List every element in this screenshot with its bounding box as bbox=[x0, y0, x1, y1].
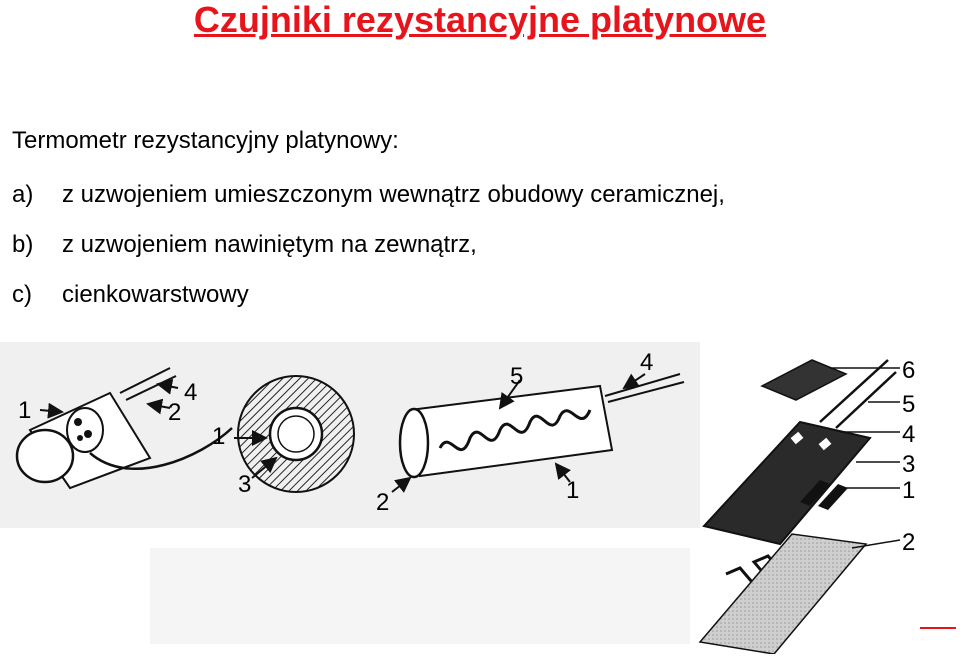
section-label-1: 1 bbox=[212, 423, 225, 450]
sensor-a-drawing bbox=[15, 367, 233, 490]
sensor-b-label-1: 1 bbox=[566, 477, 579, 504]
list-item-b: b) z uzwojeniem nawiniętym na zewnątrz, bbox=[12, 230, 477, 260]
cross-section-drawing bbox=[234, 375, 355, 493]
sensor-a-label-2: 2 bbox=[168, 399, 181, 426]
sensor-c-label-1: 1 bbox=[902, 477, 915, 504]
list-item-c: c) cienkowarstwowy bbox=[12, 280, 249, 310]
sensor-c-label-4: 4 bbox=[902, 421, 915, 448]
sensor-b-label-2: 2 bbox=[376, 489, 389, 516]
sensor-a-label-4: 4 bbox=[184, 379, 197, 406]
list-item-text: z uzwojeniem umieszczonym wewnątrz obudo… bbox=[62, 181, 725, 208]
sensor-c-label-3: 3 bbox=[902, 451, 915, 478]
slide-title: Czujniki rezystancyjne platynowe bbox=[193, 0, 767, 40]
sensor-c-drawing bbox=[698, 359, 901, 655]
list-item-a: a) z uzwojeniem umieszczonym wewnątrz obu… bbox=[12, 180, 725, 210]
list-item-text: z uzwojeniem nawiniętym na zewnątrz, bbox=[62, 231, 477, 258]
list-marker: b) bbox=[12, 231, 34, 258]
sensor-c-label-2: 2 bbox=[902, 529, 915, 556]
list-item-text: cienkowarstwowy bbox=[62, 281, 249, 308]
sensor-c-label-5: 5 bbox=[902, 391, 915, 418]
list-marker: a) bbox=[12, 181, 34, 208]
sensor-b-label-5: 5 bbox=[510, 363, 523, 390]
sensor-a-label-1: 1 bbox=[18, 397, 31, 424]
sensor-b-drawing bbox=[391, 373, 685, 493]
intro-text: Termometr rezystancyjny platynowy: bbox=[12, 127, 399, 154]
sensor-drawings: 1 2 4 1 3 5 4 2 1 bbox=[0, 342, 956, 655]
sensor-illustration: 1 2 4 1 3 5 4 2 1 bbox=[0, 338, 960, 655]
sensor-c-label-6: 6 bbox=[902, 357, 915, 384]
section-label-3: 3 bbox=[238, 471, 251, 498]
scan-background bbox=[150, 548, 690, 644]
list-marker: c) bbox=[12, 281, 32, 308]
sensor-b-label-4: 4 bbox=[640, 349, 653, 376]
